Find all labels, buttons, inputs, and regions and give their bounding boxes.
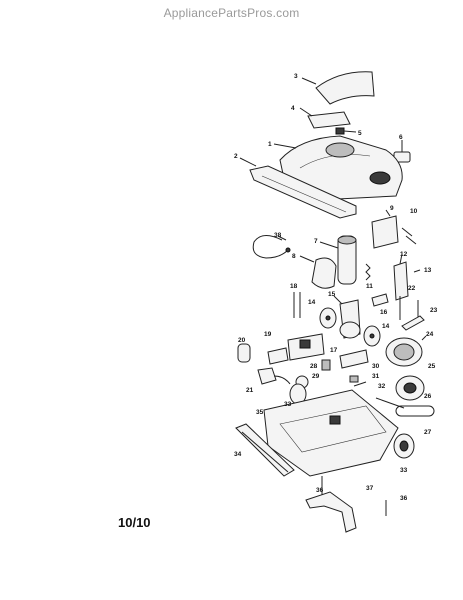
callout-38: 38 [274,232,282,239]
callout-15: 15 [328,291,336,298]
callout-26: 26 [424,393,432,400]
callout-labels: 3 4 5 6 1 2 9 10 38 7 8 12 11 13 15 16 1… [234,73,438,502]
callout-23: 23 [430,307,438,314]
part-18-screws [293,292,301,318]
callout-19: 19 [264,331,272,338]
part-24-motor [385,335,427,367]
callout-6: 6 [399,134,403,141]
callout-27: 27 [424,429,432,436]
part-32-pin [353,381,367,387]
part-28-guide [321,359,331,371]
part-4-plate [299,107,351,129]
part-31-clip [349,375,359,383]
part-27-belt [395,405,435,417]
callout-11: 11 [366,283,373,290]
part-8-adapter [299,255,337,289]
callout-36-b: 36 [400,495,408,502]
part-22-screws [399,296,419,320]
callout-9: 9 [390,205,394,212]
part-13-pin [413,269,421,273]
callout-8: 8 [292,253,296,260]
part-14-washer-left [319,307,337,329]
part-19-mount [267,347,289,365]
callout-5: 5 [358,130,362,137]
callout-2: 2 [234,153,238,160]
part-16-clip [371,293,389,307]
callout-31: 31 [372,373,380,380]
part-37-handle [305,491,357,533]
callout-16: 16 [380,309,388,316]
part-25-brushroll [395,375,425,401]
callout-33-b: 33 [400,467,408,474]
callout-12: 12 [400,251,408,258]
callout-22: 22 [408,285,416,292]
callout-28: 28 [310,363,318,370]
callout-4: 4 [291,105,295,112]
callout-34: 34 [234,451,242,458]
part-9-bracket [371,209,417,249]
callout-10: 10 [410,208,418,215]
site-watermark: AppliancePartsPros.com [163,6,300,20]
page-number: 10/10 [118,515,151,530]
callout-36-a: 36 [316,487,324,494]
part-1-hood [273,135,403,201]
callout-20: 20 [238,337,246,344]
part-33-wheel-right [393,433,415,459]
callout-35: 35 [256,409,264,416]
callout-13: 13 [424,267,432,274]
part-15-swivel [333,295,361,339]
callout-32: 32 [378,383,386,390]
part-23-brace [401,315,425,331]
part-3-cover [301,71,375,105]
callout-33-a: 33 [284,401,292,408]
part-20-filter [237,343,251,363]
callout-24: 24 [426,331,434,338]
callout-14-a: 14 [308,299,316,306]
callout-1: 1 [268,141,272,148]
part-38-cord [252,235,291,259]
callout-30: 30 [372,363,380,370]
part-5-clip [335,127,357,135]
callout-7: 7 [314,238,318,245]
part-34-bristles [235,423,295,477]
part-12-latch [393,253,409,301]
callout-21: 21 [246,387,254,394]
part-2-bumper [239,157,357,219]
callout-37: 37 [366,485,374,492]
callout-25: 25 [428,363,436,370]
part-21-connector [257,367,291,385]
part-11-spring [365,263,371,281]
part-30-bracket [339,349,369,369]
part-14-washer-right [363,325,381,347]
part-17-switch [287,333,325,361]
callout-17: 17 [330,347,338,354]
part-7-neck [319,235,357,285]
callout-14-b: 14 [382,323,390,330]
callout-29: 29 [312,373,320,380]
callout-18: 18 [290,283,298,290]
callout-3: 3 [294,73,298,80]
